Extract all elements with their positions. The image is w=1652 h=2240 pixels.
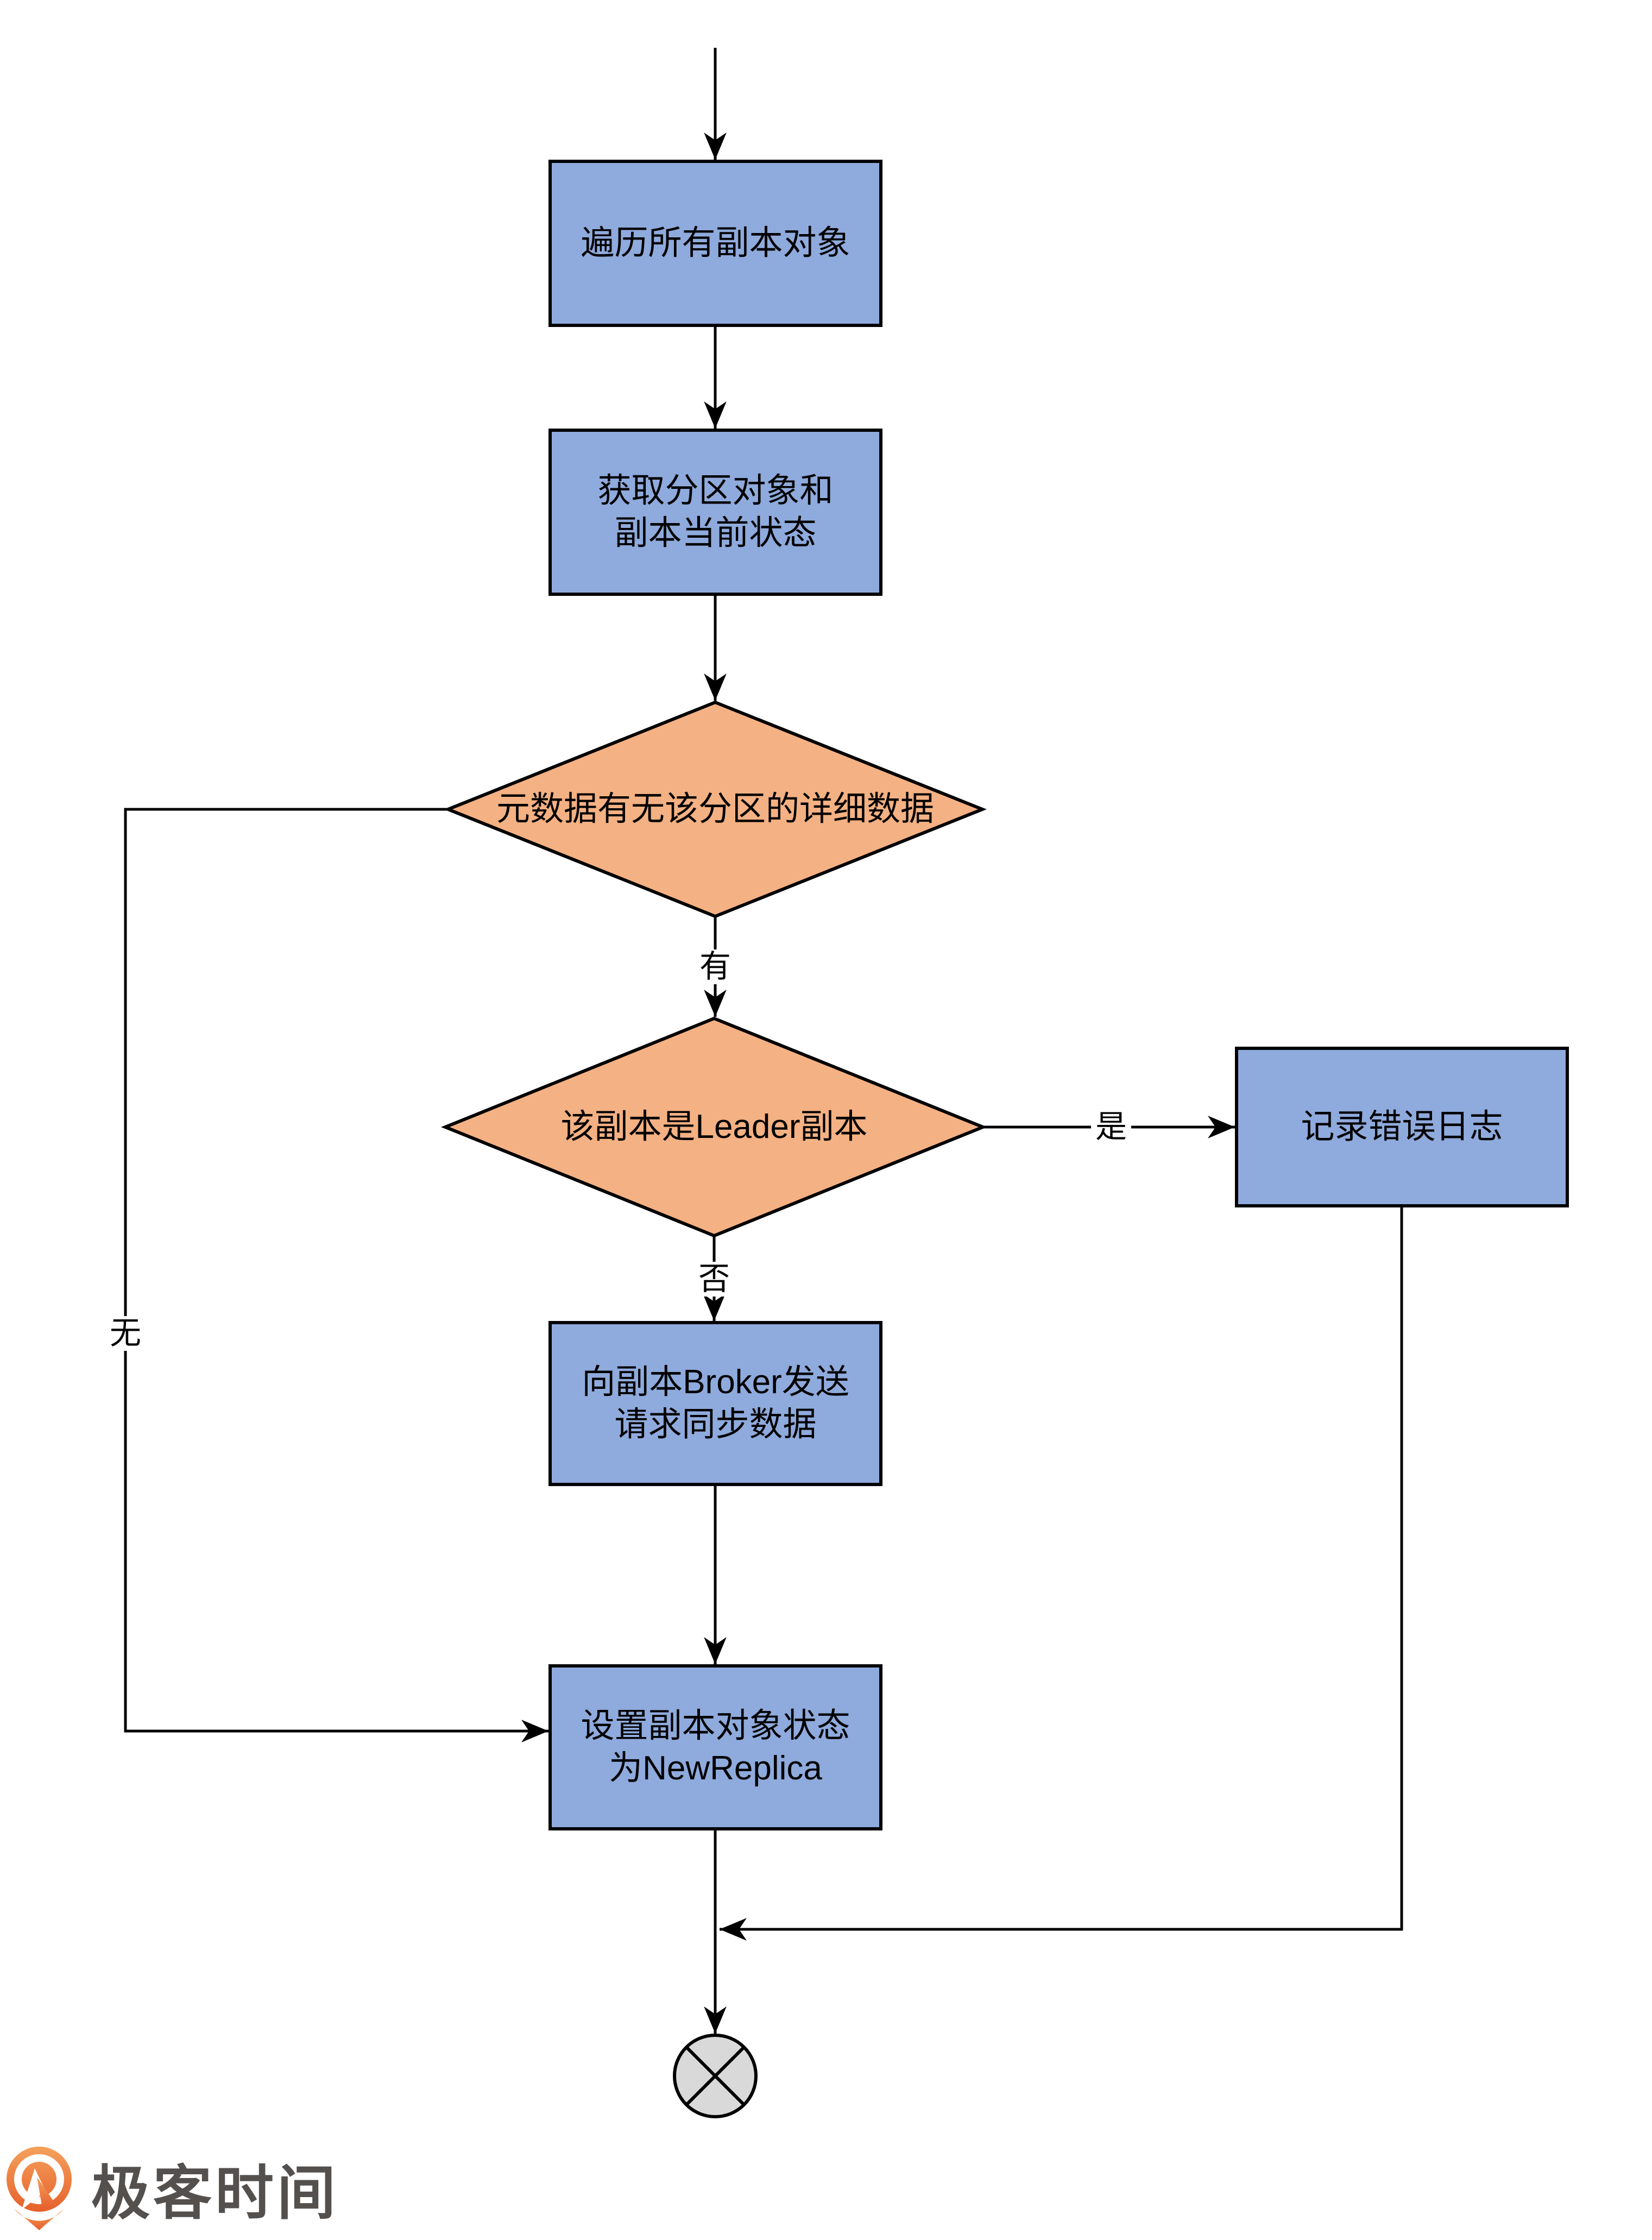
node-send-sync-request-shape bbox=[548, 1321, 882, 1486]
node-iterate-replicas-shape bbox=[548, 160, 882, 327]
edge-label-yes: 是 bbox=[1090, 1110, 1132, 1144]
node-get-partition-state-shape bbox=[548, 429, 882, 596]
logo-q-tail bbox=[37, 2177, 56, 2208]
edge-label-has: 有 bbox=[695, 949, 736, 984]
logo-ring bbox=[14, 2154, 64, 2204]
logo-white-wedge bbox=[22, 2168, 46, 2210]
edge-logerror-to-merge bbox=[720, 1206, 1403, 1941]
logo-pin-tip bbox=[14, 2208, 64, 2230]
node-metadata-check-shape bbox=[443, 700, 987, 918]
end-terminator bbox=[673, 2034, 758, 2118]
geektime-logo-icon bbox=[7, 2147, 72, 2230]
brand-name: 极客时间 bbox=[91, 2160, 339, 2226]
edge-label-no: 否 bbox=[693, 1262, 735, 1297]
end-terminator-x-line2 bbox=[685, 2046, 746, 2106]
edge-label-none: 无 bbox=[105, 1316, 146, 1351]
node-set-new-replica-shape bbox=[548, 1664, 882, 1830]
node-log-error-shape bbox=[1235, 1047, 1569, 1207]
node-leader-check-shape bbox=[440, 1016, 988, 1238]
edge-metadata-none-to-setstate bbox=[124, 808, 548, 1742]
